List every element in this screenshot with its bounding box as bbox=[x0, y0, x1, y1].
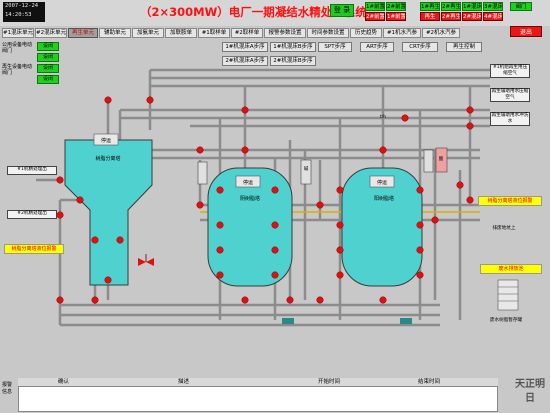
time-text: 14:20:53 bbox=[5, 12, 32, 18]
pump-icons bbox=[282, 318, 412, 324]
tab-sampling-1[interactable]: #1取样单 bbox=[198, 28, 230, 38]
left-status-2[interactable]: 设闭 bbox=[37, 53, 59, 62]
anion-tower-label: 阴树脂塔 bbox=[240, 195, 260, 202]
tab-sampling-2[interactable]: #2取样单 bbox=[231, 28, 263, 38]
left-label-1: 公用设备电动阀门 bbox=[2, 42, 33, 54]
stop-label-anion: 停运 bbox=[243, 179, 253, 186]
col-start-time: 开始时间 bbox=[318, 379, 341, 385]
acid-tank: 酸 bbox=[435, 147, 448, 173]
alarm-list[interactable] bbox=[18, 386, 498, 412]
tab-ammonia[interactable]: 加氨单元 bbox=[132, 28, 164, 38]
tab-time-settings[interactable]: 时间参数设置 bbox=[307, 28, 349, 38]
alarm-side-label: 报警信息 bbox=[2, 382, 13, 395]
tab-unit2-steam[interactable]: #2机水汽参 bbox=[422, 28, 460, 38]
page-title: （2×300MW）电厂一期凝结水精处理系统 bbox=[140, 5, 367, 19]
aux-rinse-box: 再生辅助用水冲洗水 bbox=[490, 112, 530, 126]
col-description: 描述 bbox=[178, 379, 190, 385]
exit-button[interactable]: 退出 bbox=[510, 26, 542, 37]
tab-regeneration[interactable]: 再生单元 bbox=[68, 28, 98, 38]
inlet-2-box: #2机精处理出 bbox=[7, 210, 57, 219]
status-btn-10[interactable]: 2#再生 bbox=[441, 12, 461, 21]
left-status-1[interactable]: 设闭 bbox=[37, 42, 59, 51]
tab-unit1-steam[interactable]: #1机水汽参 bbox=[383, 28, 421, 38]
left-status-3[interactable]: 设闭 bbox=[37, 64, 59, 73]
separator-tower-label: 树脂分离塔 bbox=[95, 155, 120, 162]
status-btn-4[interactable]: 2#再生 bbox=[441, 2, 461, 11]
right-alarm-box: 树脂分离塔液位报警 bbox=[478, 196, 542, 206]
aux-air-box: 再生辅助用水压缩空气 bbox=[490, 88, 530, 102]
acid-label: 酸 bbox=[439, 155, 444, 162]
tab-auxiliary[interactable]: 辅助单元 bbox=[99, 28, 131, 38]
left-status-4[interactable]: 设闭 bbox=[37, 75, 59, 84]
small-vessel bbox=[197, 149, 434, 185]
flow-unit-text: t/h bbox=[380, 114, 386, 120]
pit-label: 排废地坑上 bbox=[492, 226, 516, 231]
cation-tower: 停运 阳树脂塔 bbox=[341, 167, 423, 287]
col-confirm: 确认 bbox=[58, 379, 70, 385]
status-btn-11[interactable]: 2#混床 bbox=[462, 12, 482, 21]
step-btn-1b[interactable]: 1#机混床B步序 bbox=[270, 42, 316, 52]
tab-history[interactable]: 历史趋势 bbox=[350, 28, 382, 38]
tab-hydrazine[interactable]: 加联胺单 bbox=[165, 28, 197, 38]
cation-tower-label: 阳树脂塔 bbox=[374, 195, 394, 202]
col-end-time: 结束时间 bbox=[418, 379, 441, 385]
air-supply-box: #1机组再生用压缩空气 bbox=[490, 64, 530, 78]
clock-display: 2007-12-24 14:20:53 bbox=[3, 2, 45, 22]
date-text: 2007-12-24 bbox=[5, 3, 39, 9]
step-btn-2a[interactable]: 2#机混床A步序 bbox=[222, 56, 268, 66]
alkali-tank: 碱 bbox=[300, 159, 312, 185]
inlet-1-box: #1机精处理出 bbox=[7, 166, 57, 175]
status-btn-1[interactable]: 1#前置过 bbox=[365, 2, 385, 11]
stop-label-cation: 停运 bbox=[377, 179, 387, 186]
status-btn-6[interactable]: 3#混床 bbox=[483, 2, 503, 11]
status-btn-2[interactable]: 2#前置过 bbox=[386, 2, 406, 11]
tab-mixbed-1[interactable]: #1混床单元 bbox=[2, 28, 34, 38]
company-logo: 天正明日 bbox=[515, 379, 545, 404]
spt-step-btn[interactable]: SPT步序 bbox=[318, 42, 352, 52]
alkali-label: 碱 bbox=[304, 165, 309, 172]
step-btn-1a[interactable]: 1#机混床A步序 bbox=[222, 42, 268, 52]
status-btn-3[interactable]: 1#再生 bbox=[420, 2, 440, 11]
status-btn-8[interactable]: 1#前置过 bbox=[386, 12, 406, 21]
status-btn-9[interactable]: 再生 bbox=[420, 12, 440, 21]
drain-tank-label: 废水树脂暂存罐 bbox=[489, 318, 523, 323]
status-btn-12[interactable]: 4#混床 bbox=[483, 12, 503, 21]
control-valve-icon bbox=[138, 254, 154, 266]
left-label-2: 再生设备电动阀门 bbox=[2, 64, 33, 76]
separator-tower: 停运 树脂分离塔 bbox=[64, 133, 153, 286]
anion-tower: 停运 阴树脂塔 bbox=[207, 167, 293, 287]
level-alarm-box: 树脂分离塔液位报警 bbox=[4, 244, 64, 254]
status-btn-7[interactable]: 2#前置过 bbox=[365, 12, 385, 21]
art-step-btn[interactable]: ART步序 bbox=[360, 42, 394, 52]
stop-label-separator: 停运 bbox=[101, 137, 111, 144]
tab-alarm-settings[interactable]: 报警参数设置 bbox=[264, 28, 306, 38]
waste-tank bbox=[497, 279, 519, 311]
valve-group bbox=[56, 96, 474, 304]
step-btn-2b[interactable]: 2#机混床B步序 bbox=[270, 56, 316, 66]
regen-control-btn[interactable]: 再生控制 bbox=[446, 42, 482, 52]
waste-alarm-box: 废水排放池 bbox=[480, 264, 542, 274]
process-diagram: 停运 树脂分离塔 停运 阴树脂塔 停运 阳树脂塔 碱 酸 bbox=[36, 68, 519, 327]
login-button[interactable]: 登 录 bbox=[330, 4, 354, 17]
crt-step-btn[interactable]: CRT步序 bbox=[402, 42, 438, 52]
status-btn-5[interactable]: 1#混床 bbox=[462, 2, 482, 11]
valve-status-btn[interactable]: 阀门 bbox=[510, 2, 532, 11]
tab-mixbed-2[interactable]: #2混床单元 bbox=[35, 28, 67, 38]
